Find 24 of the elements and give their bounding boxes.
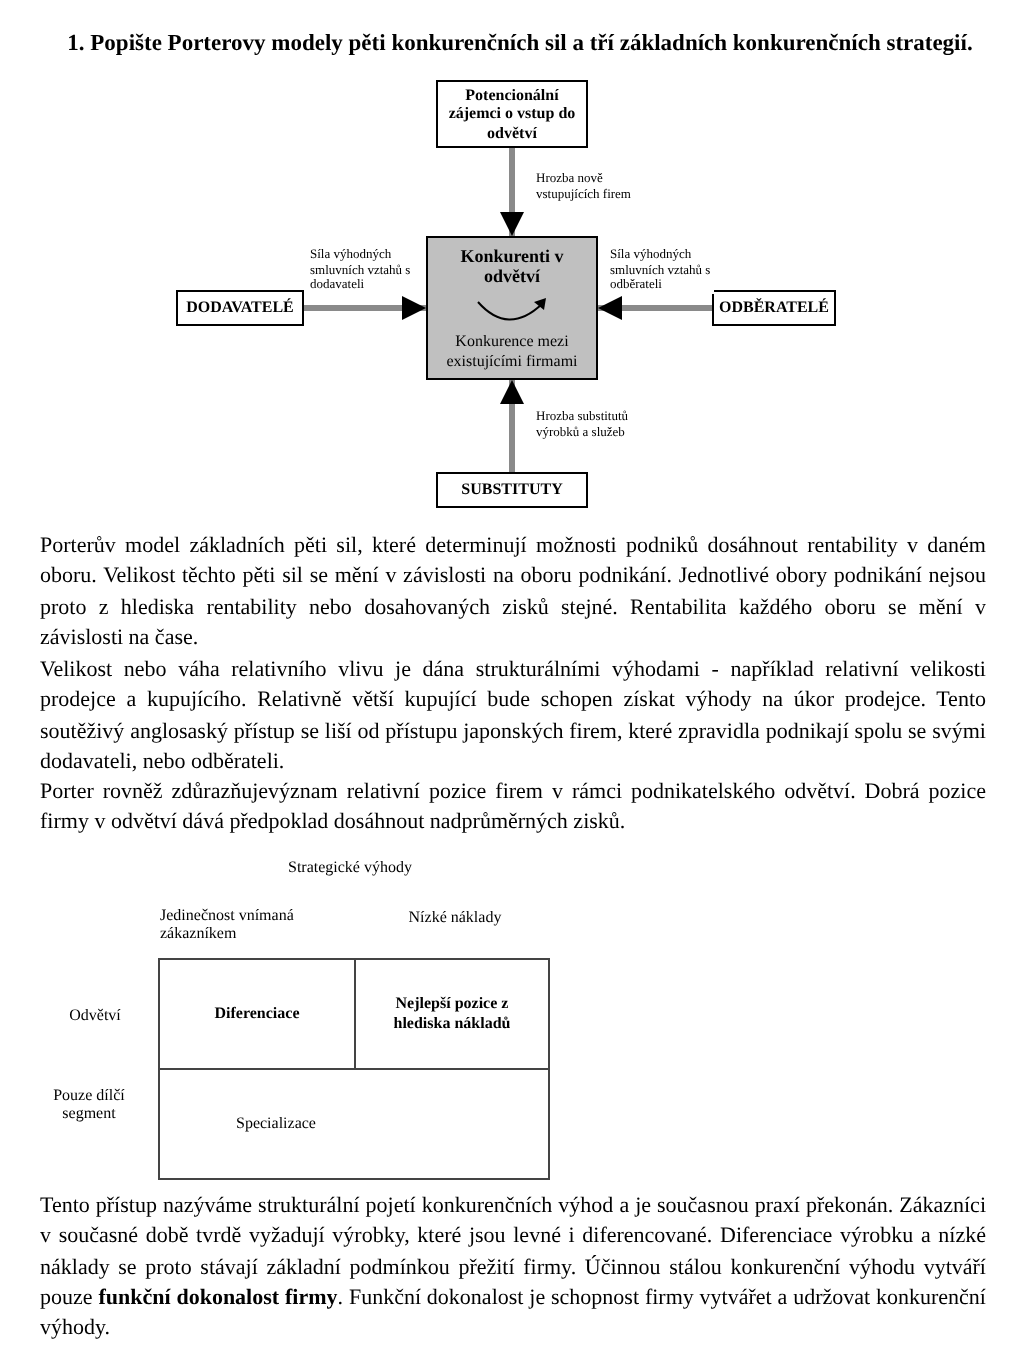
paragraph: Porter rovněž zdůrazňujevýznam relativní pozice firem v rámci podnikatelského odvětví. Dobrá pozice firmy v odvětví dává předpoklad dosáhnout nadprůměrných zisků. [40, 778, 986, 839]
row-heading: Pouze dílčí segment [51, 1086, 127, 1122]
axis-heading: Strategické výhody [286, 856, 414, 880]
column-heading: Nízké náklady [406, 906, 504, 930]
heading: 1. Popište Porterovy modely pěti konkurenčních sil a tří základních konkurenčních strategií. [65, 30, 975, 60]
entrant-box: Potencionální zájemci o vstup do odvětví [436, 80, 588, 148]
row-heading: Odvětví [67, 1004, 123, 1028]
matrix-cell: Diferenciace [158, 958, 356, 1070]
rivalry-box [426, 236, 598, 380]
arrow [304, 296, 426, 320]
column-heading: Jedinečnost vnímaná zákazníkem [160, 906, 296, 942]
substitute-box: SUBSTITUTY [436, 472, 588, 508]
arrow [500, 148, 524, 236]
arrow [500, 380, 524, 472]
paragraph: Porterův model základních pěti sil, které determinují možnosti podniků dosáhnout rentability v daném oboru. Velikost těchto pěti sil se mění v závislosti na oboru podnikání. Jednotlivé obory podnikání nejsou proto z hlediska rentability nebo dosahovaných zisků stejné. Rentabilita každého oboru se mění v závislosti na čase. [40, 532, 986, 654]
box-text: Konkurence mezi existujícími firmami [444, 332, 580, 370]
matrix-cell: Specializace [158, 1068, 550, 1180]
paragraph: Velikost nebo váha relativního vlivu je dána strukturálními výhodami - například relativní velikosti prodejce a kupujícího. Relativně větší kupující bude schopen získat výhody na úkor prodejce. Tento soutěživý anglosaský přístup se liší od přístupu japonských firem, které zpravidla podnikají spolu se svými dodavateli, nebo odběrateli. [40, 656, 986, 778]
buyer-box: ODBĚRATELÉ [712, 290, 836, 326]
paragraph: Tento přístup nazýváme strukturální pojetí konkurenčních výhod a je současnou praxí překonán. Zákazníci v současné době tvrdě vyžadují výrobky, které jsou levné i diferencované. Diferenciace výrobku a nízké náklady se proto stávají základní podmínkou přežití firmy. Účinnou stálou konkurenční výhodu vytváří pouze funkční dokonalost firmy. Funkční dokonalost je schopnost firmy vytvářet a udržovat konkurenční výhody. [40, 1192, 986, 1345]
matrix-cell: Nejlepší pozice z hlediska nákladů [354, 958, 550, 1070]
arrow [598, 296, 712, 320]
supplier-box: DODAVATELÉ [176, 290, 304, 326]
box-heading: Konkurenti v odvětví [458, 246, 566, 286]
